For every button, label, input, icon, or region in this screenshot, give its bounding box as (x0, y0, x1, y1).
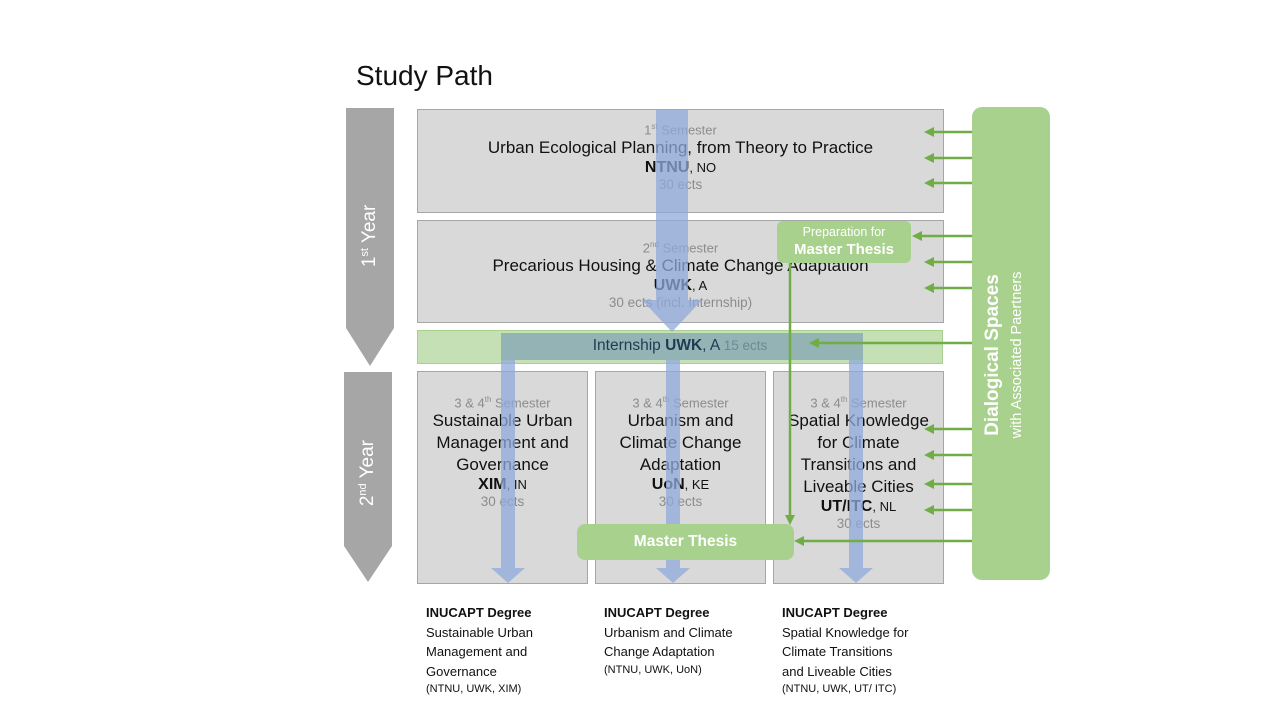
dialogical-spaces-label: Dialogical Spaces with Associated Paertn… (982, 271, 1025, 439)
year-arrows (344, 108, 394, 582)
track-1-semester: 3 & 4th Semester (454, 395, 551, 411)
semester-1-box: 1st Semester Urban Ecological Planning, … (417, 109, 944, 213)
master-thesis-box: Master Thesis (577, 524, 794, 560)
track-2-ects: 30 ects (658, 494, 703, 510)
semester-1-ects: 30 ects (658, 177, 703, 193)
semester-1-course: Urban Ecological Planning, from Theory t… (487, 138, 874, 158)
track-3-university: UT/ITC, NL (820, 498, 897, 516)
track-2-semester: 3 & 4th Semester (632, 395, 729, 411)
semester-1-label: 1st Semester (644, 122, 717, 138)
track-3-ects: 30 ects (836, 516, 881, 532)
semester-1-university: NTNU, NO (644, 159, 717, 177)
prep-master-thesis-box: Preparation for Master Thesis (777, 221, 911, 263)
page-title: Study Path (356, 60, 493, 91)
semester-2-university: UWK, A (653, 277, 708, 295)
track-1-university: XIM, IN (478, 476, 527, 494)
track-3-semester: 3 & 4th Semester (810, 395, 907, 411)
year-2-arrow (344, 372, 392, 582)
dialogical-spaces-panel (972, 107, 1050, 580)
year-2-label: 2nd Year (356, 440, 379, 507)
track-2-university: UoN, KE (651, 476, 710, 494)
semester-2-ects: 30 ects (incl. Internship) (608, 295, 753, 311)
year-1-label: 1st Year (358, 204, 381, 268)
internship-label: Internship UWK, A 15 ects (592, 337, 768, 354)
track-1-ects: 30 ects (480, 494, 525, 510)
year-1-arrow (346, 108, 394, 366)
